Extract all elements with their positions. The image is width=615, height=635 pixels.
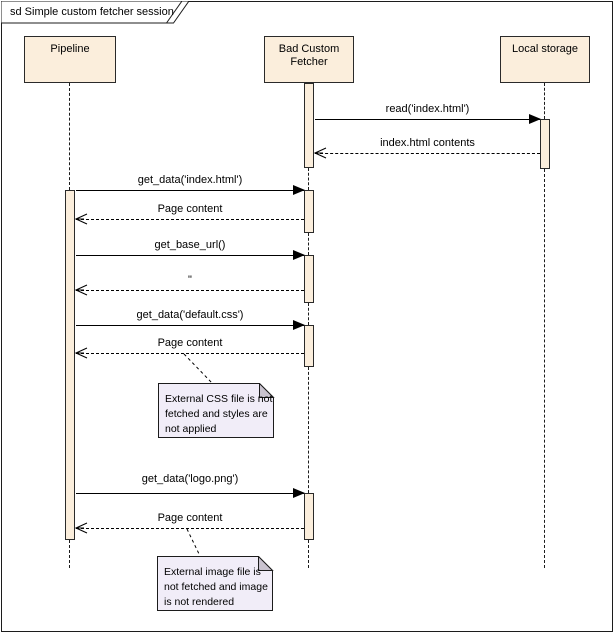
- message-return-index-contents: index.html contents: [314, 136, 540, 159]
- message-label: Page content: [157, 512, 223, 524]
- message-get-data-css: get_data('default.css'): [76, 308, 305, 330]
- arrowhead-filled-icon: [293, 488, 305, 498]
- activation-bar-local-storage: [540, 119, 550, 169]
- lifeline-pipeline: [69, 540, 70, 568]
- lifeline-head-pipeline: Pipeline: [24, 36, 116, 83]
- message-label: index.html contents: [380, 137, 475, 149]
- note-line: not fetched and image: [164, 581, 268, 593]
- note-connector: [186, 528, 201, 557]
- message-return-empty-string: ": [75, 273, 304, 296]
- note-line: is not rendered: [164, 596, 235, 608]
- diagram-title: sd Simple custom fetcher session: [10, 6, 174, 18]
- message-label: get_data('index.html'): [137, 174, 243, 186]
- lifeline-label-pipeline: Pipeline: [50, 43, 90, 55]
- note-line: not applied: [165, 423, 217, 435]
- note-line: fetched and styles are: [165, 408, 268, 420]
- message-label: get_data('default.css'): [136, 309, 244, 321]
- note-css-not-fetched: External CSS file is not fetched and sty…: [158, 383, 275, 439]
- note-fold-icon: [259, 383, 275, 398]
- note-shape: [157, 556, 274, 611]
- lifeline-bad-custom-fetcher: [308, 303, 309, 325]
- lifeline-bad-custom-fetcher: [308, 233, 309, 255]
- activation-bar-fetcher-initial: [304, 83, 314, 168]
- lifeline-local-storage: [544, 169, 545, 568]
- note-fold-icon: [258, 556, 274, 571]
- arrowhead-filled-icon: [293, 250, 305, 260]
- note-line: External image file is: [164, 566, 261, 578]
- message-get-data-index: get_data('index.html'): [76, 173, 305, 195]
- arrowhead-open-icon: [75, 213, 88, 225]
- lifeline-local-storage: [544, 83, 545, 119]
- message-get-base-url: get_base_url(): [76, 238, 305, 260]
- arrowhead-open-icon: [75, 347, 88, 359]
- note-shape: [158, 383, 275, 438]
- note-line: External CSS file is not: [165, 393, 273, 405]
- arrowhead-filled-icon: [293, 185, 305, 195]
- arrowhead-filled-icon: [293, 320, 305, 330]
- message-label: ": [188, 274, 192, 286]
- arrowhead-open-icon: [75, 284, 88, 296]
- arrowhead-open-icon: [75, 522, 88, 534]
- message-label: get_base_url(): [154, 239, 226, 251]
- activation-bar-fetcher-1: [304, 190, 314, 233]
- message-label: Page content: [157, 337, 223, 349]
- message-get-data-logo: get_data('logo.png'): [76, 473, 305, 498]
- note-image-not-fetched: External image file is not fetched and i…: [157, 556, 274, 612]
- message-label: read('index.html'): [385, 103, 470, 115]
- message-label: Page content: [157, 203, 223, 215]
- note-text: External image file is not fetched and i…: [164, 565, 268, 610]
- activation-bar-pipeline: [65, 190, 75, 540]
- message-return-page-content-3: Page content: [75, 511, 304, 534]
- lifeline-bad-custom-fetcher: [308, 540, 309, 568]
- lifeline-bad-custom-fetcher: [308, 168, 309, 190]
- message-return-page-content-2: Page content: [75, 336, 304, 359]
- activation-bar-fetcher-4: [304, 493, 314, 540]
- lifeline-label-bad-custom-fetcher: Bad Custom Fetcher: [278, 43, 340, 68]
- message-return-page-content-1: Page content: [75, 202, 304, 225]
- lifeline-pipeline: [69, 83, 70, 190]
- frame-title-tab: sd Simple custom fetcher session: [1, 1, 193, 24]
- arrowhead-open-icon: [314, 147, 327, 159]
- message-read-index: read('index.html'): [315, 102, 541, 124]
- arrowhead-filled-icon: [529, 114, 541, 124]
- lifeline-head-bad-custom-fetcher: Bad Custom Fetcher: [264, 36, 354, 83]
- note-connector: [183, 353, 213, 384]
- frame-tab-shape: [1, 1, 190, 24]
- activation-bar-fetcher-3: [304, 325, 314, 367]
- activation-bar-fetcher-2: [304, 255, 314, 303]
- message-label: get_data('logo.png'): [141, 473, 239, 485]
- lifeline-head-local-storage: Local storage: [500, 36, 590, 83]
- note-text: External CSS file is not fetched and sty…: [165, 392, 272, 437]
- lifeline-bad-custom-fetcher: [308, 367, 309, 493]
- lifeline-label-local-storage: Local storage: [511, 43, 579, 55]
